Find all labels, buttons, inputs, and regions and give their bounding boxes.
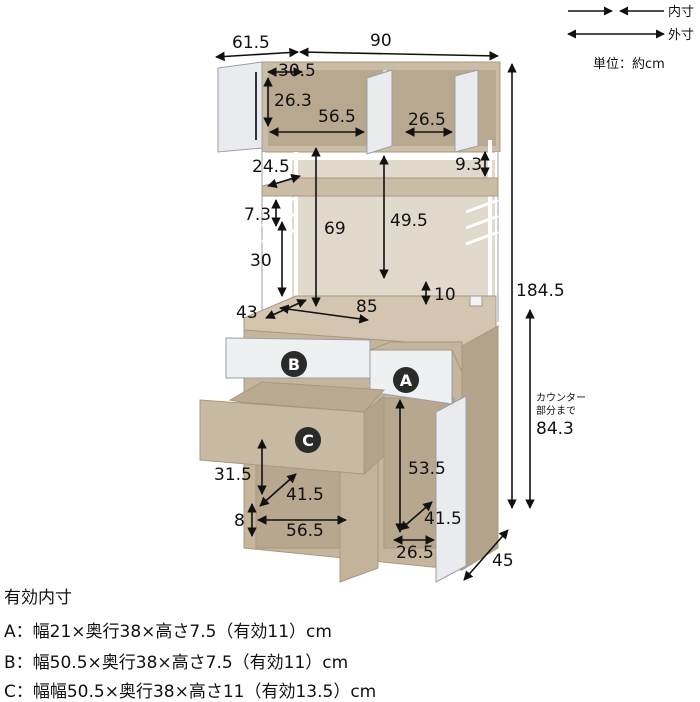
badge-b: B <box>281 351 307 377</box>
dim-upper-right-width: 26.5 <box>408 110 446 130</box>
dimension-lines <box>215 47 535 581</box>
drawer-c <box>199 399 365 475</box>
spec-drawer-a: A：幅21×奥行38×高さ7.5（有効11）cm <box>4 622 332 642</box>
dim-upper-inner-width: 56.5 <box>318 107 356 127</box>
dim-c-depth: 41.5 <box>286 485 324 505</box>
dim-upper-right-height: 9.3 <box>455 155 482 175</box>
dim-top-left-door: 61.5 <box>232 33 270 53</box>
dim-rack-inner-height: 49.5 <box>390 211 428 231</box>
spec-drawer-c: C：幅幅50.5×奥行38×高さ11（有効13.5）cm <box>4 682 377 702</box>
unit-label: 単位：約cm <box>593 56 665 72</box>
upper-left-door <box>217 61 263 153</box>
badge-c-label: C <box>302 431 314 450</box>
dim-c-plinth: 8 <box>234 511 245 531</box>
badge-a-label: A <box>400 371 413 390</box>
lower-right-door <box>435 395 467 583</box>
dim-top-width: 90 <box>370 31 392 51</box>
rack-shelf <box>261 177 499 197</box>
dim-right-width: 26.5 <box>396 543 434 563</box>
legend-inner-label: 内寸 <box>668 4 694 20</box>
dim-shelf-depth: 24.5 <box>252 157 290 177</box>
dim-counter-back-height: 10 <box>434 285 456 305</box>
spec-drawer-b: B：幅50.5×奥行38×高さ7.5（有効11）cm <box>4 653 349 673</box>
upper-mid-door <box>366 69 393 155</box>
badge-c: C <box>295 427 321 453</box>
badge-a: A <box>393 367 419 393</box>
dim-right-height: 53.5 <box>408 459 446 479</box>
lower-cabinet <box>199 325 499 583</box>
dim-counter-width: 85 <box>356 297 378 317</box>
legend: 内寸 外寸 単位：約cm <box>567 4 694 72</box>
badge-b-label: B <box>288 355 300 374</box>
dim-counter-to-floor-label-1: カウンター <box>536 392 586 404</box>
dim-depth: 45 <box>492 551 514 571</box>
upper-right-door <box>454 69 479 153</box>
dim-c-inner-height: 31.5 <box>214 465 252 485</box>
dim-total-height: 184.5 <box>516 281 565 301</box>
dim-counter-to-floor: 84.3 <box>536 419 574 439</box>
dim-c-width: 56.5 <box>286 521 324 541</box>
dimension-labels: 61.5 90 30.5 26.3 56.5 26.5 24.5 9.3 7.3… <box>214 31 586 571</box>
legend-outer-label: 外寸 <box>668 28 694 43</box>
dim-counter-to-floor-label-2: 部分まで <box>536 404 576 417</box>
dim-side-height: 30 <box>250 251 272 271</box>
dim-upper-left-height: 26.3 <box>274 91 312 111</box>
dim-rack-height: 69 <box>324 219 346 239</box>
dim-upper-left-depth: 30.5 <box>278 61 316 81</box>
upper-cabinet <box>217 61 501 155</box>
dim-right-depth: 41.5 <box>424 509 462 529</box>
dim-counter-depth: 43 <box>236 303 258 323</box>
spec-title: 有効内寸 <box>4 588 72 608</box>
dim-side-rail-gap: 7.3 <box>244 205 271 225</box>
